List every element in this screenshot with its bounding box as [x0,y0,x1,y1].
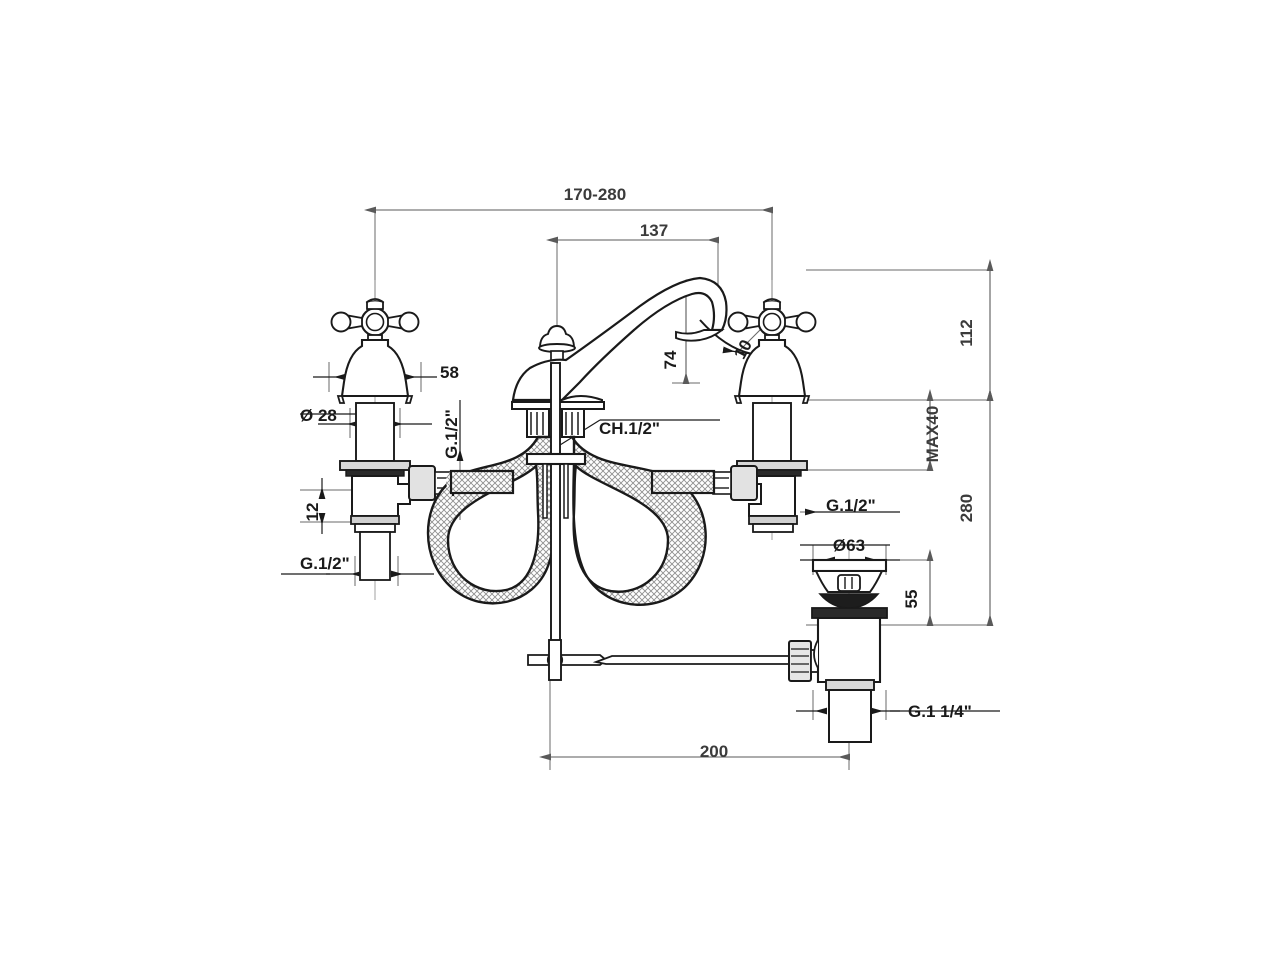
left-hose-nut [408,465,436,501]
right-thread-collar [752,523,794,533]
pull-rod-gland-nut [788,640,812,682]
waste-pivot-boss [813,639,819,669]
flexible-hoses [426,435,716,606]
popup-lift-rod [525,362,587,664]
pivot-post [548,639,562,681]
right-lock-nut [748,515,798,525]
label-waste-body-height: 55 [902,590,921,609]
label-rod-to-waste: 200 [700,742,728,761]
left-outlet-thread [359,531,391,581]
label-shank-diameter: Ø 28 [300,406,337,425]
waste-outlet-tube [828,689,872,743]
label-washer-height: 12 [303,503,322,522]
label-spread-range: 170-280 [564,185,626,204]
waste-assembly [811,540,888,743]
label-shank-thread-left: G.1/2" [300,554,350,573]
left-deck-flange [339,460,411,471]
right-valve-assembly [712,280,817,540]
right-hose-ferrule [712,471,732,495]
waste-body-collar [825,679,875,691]
label-hose-thread-top: G.1/2" [442,409,461,459]
waste-body [816,616,882,684]
label-handle-flange-width: 58 [440,363,459,382]
spout-arm [511,276,728,402]
label-waste-flange-diameter: Ø63 [833,536,865,555]
lift-rod-crossbar-upper [525,452,587,466]
left-valve-assembly [330,280,454,600]
waste-flange [811,558,888,573]
label-spout-reach: 137 [640,221,668,240]
pivot-arm-left [527,654,608,666]
dimension-labels: 170-280 137 74 10 58 Ø 28 G.1/2" CH.1/2"… [300,185,976,761]
pull-rod [592,655,801,665]
right-valve-shank [752,402,792,462]
label-waste-outlet-thread: G.1 1/4" [908,702,972,721]
label-spout-height: 74 [661,350,680,369]
label-valve-thread-right: G.1/2" [826,496,876,515]
label-hose-nut: CH.1/2" [599,419,660,438]
popup-knob [539,325,575,349]
label-hose-length: 280 [957,494,976,522]
lift-rod-shaft [550,362,561,664]
left-lock-nut [350,515,400,525]
left-thread-collar [354,523,396,533]
spout-aerator [675,329,725,342]
hose-left-run [449,469,515,495]
hose-right-run [650,469,716,495]
right-hose-nut [730,465,758,501]
label-overall-height: 112 [957,319,976,346]
waste-gasket [811,607,888,619]
left-valve-shank [355,402,395,462]
horizontal-pull-rod [527,639,831,682]
waste-plug-knob [837,574,861,592]
label-deck-thickness: MAX40 [923,406,942,463]
